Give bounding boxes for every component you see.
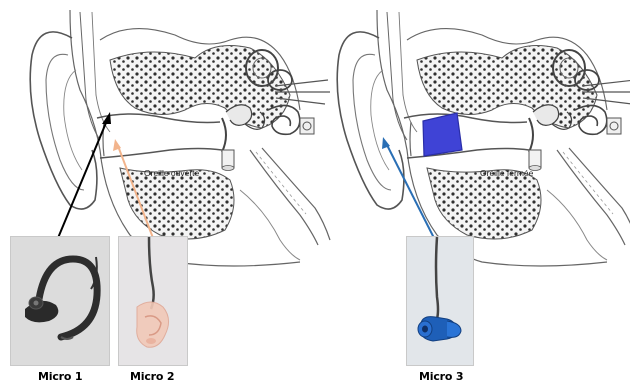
- closed-ear-illustration: [337, 10, 630, 266]
- earplug-block: [423, 113, 462, 156]
- micro3-label: Micro 3: [419, 370, 463, 383]
- micro3-photo: [406, 236, 474, 366]
- micro1-photo: [10, 236, 110, 366]
- micro1-arrow: [58, 112, 111, 238]
- open-ear-label: Oreille ouverte: [144, 168, 199, 178]
- micro2-label: Micro 2: [130, 370, 174, 383]
- micro1-label: Micro 1: [38, 370, 82, 383]
- closed-ear-label: Oreille fermée: [480, 168, 533, 178]
- micro2-photo: [118, 236, 188, 366]
- open-ear-illustration: [30, 10, 330, 266]
